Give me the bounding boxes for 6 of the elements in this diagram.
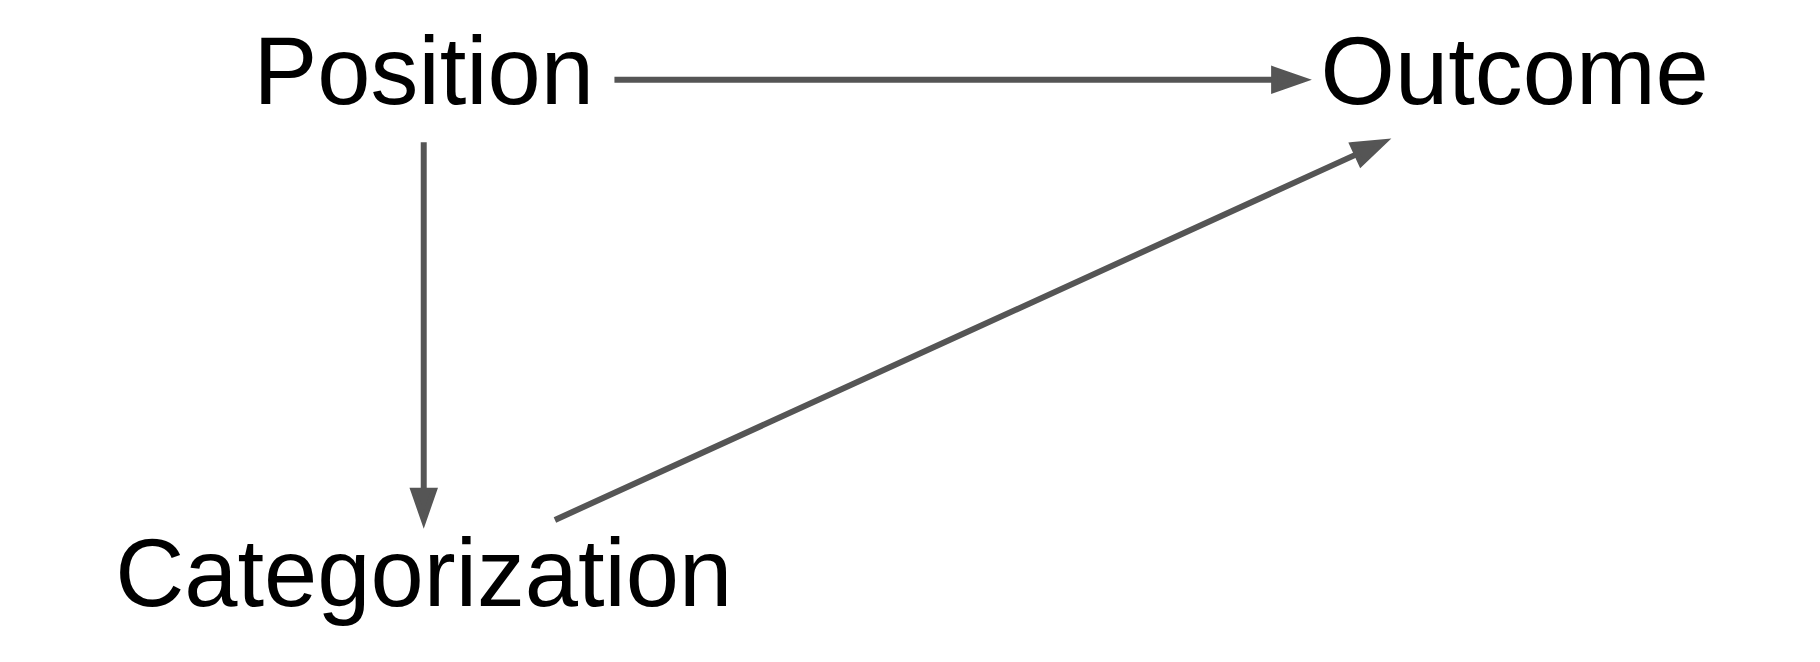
arrow	[614, 65, 1312, 95]
node-text: Categorization	[115, 519, 733, 627]
arrow	[409, 142, 438, 529]
node-text: Outcome	[1320, 16, 1709, 124]
node-text: Position	[253, 16, 594, 124]
arrow	[553, 138, 1392, 523]
